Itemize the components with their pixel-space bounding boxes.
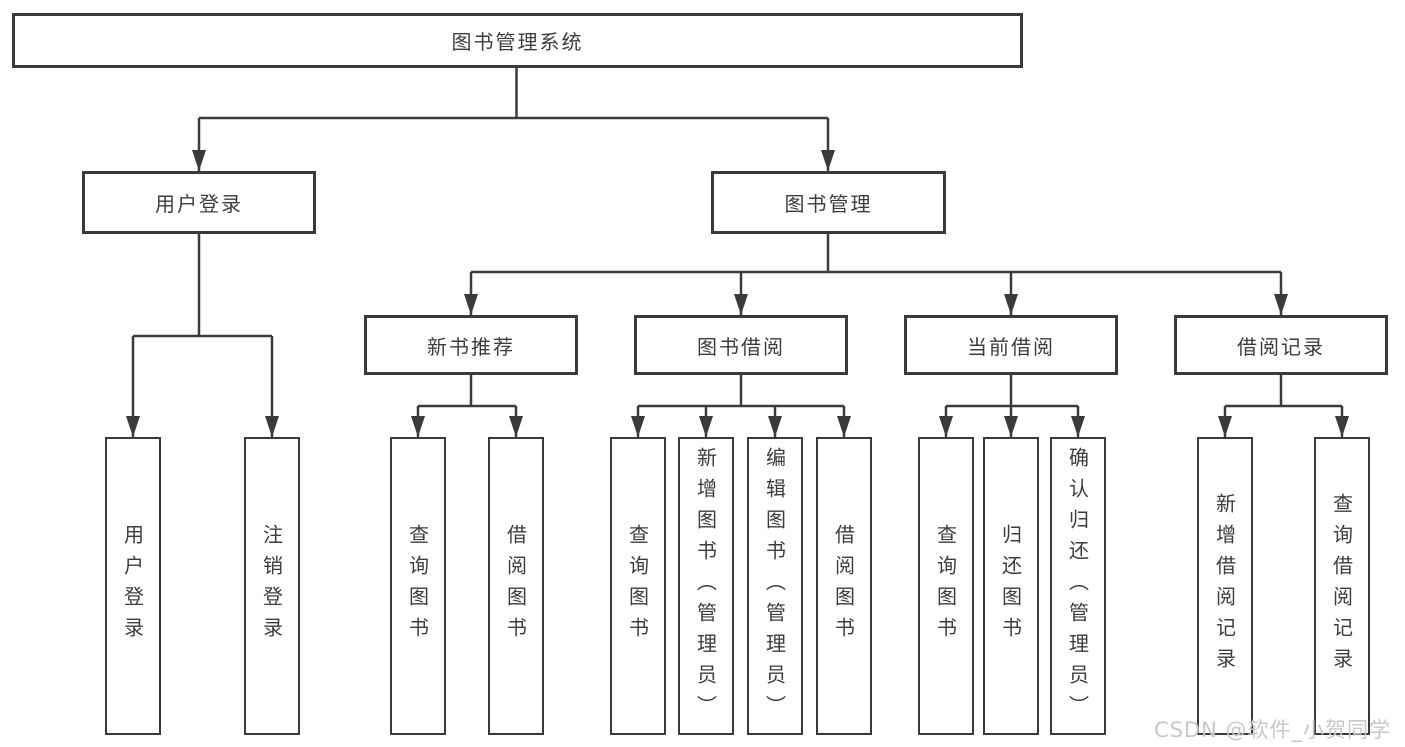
leaf-borrow-books: 借阅图书 (816, 437, 872, 735)
leaf-query-books-current: 查询图书 (918, 437, 974, 735)
leaf-edit-book-admin: 编辑图书（管理员） (747, 437, 803, 735)
leaf-query-books-recommend: 查询图书 (390, 437, 446, 735)
node-book-management: 图书管理 (711, 171, 946, 234)
node-library-management-system: 图书管理系统 (12, 13, 1023, 68)
leaf-confirm-return-admin: 确认归还（管理员） (1050, 437, 1106, 735)
leaf-add-borrow-record: 新增借阅记录 (1197, 437, 1253, 735)
leaf-query-books-borrow: 查询图书 (610, 437, 666, 735)
leaf-return-book: 归还图书 (983, 437, 1039, 735)
leaf-borrow-books-recommend: 借阅图书 (488, 437, 544, 735)
node-user-login: 用户登录 (82, 171, 316, 234)
node-book-borrowing: 图书借阅 (634, 315, 848, 375)
leaf-logout: 注销登录 (244, 437, 300, 735)
leaf-user-login: 用户登录 (105, 437, 161, 735)
leaf-add-book-admin: 新增图书（管理员） (678, 437, 734, 735)
leaf-query-borrow-record: 查询借阅记录 (1314, 437, 1370, 735)
node-current-borrowing: 当前借阅 (904, 315, 1118, 375)
node-new-book-recommendation: 新书推荐 (364, 315, 578, 375)
node-borrowing-records: 借阅记录 (1174, 315, 1388, 375)
